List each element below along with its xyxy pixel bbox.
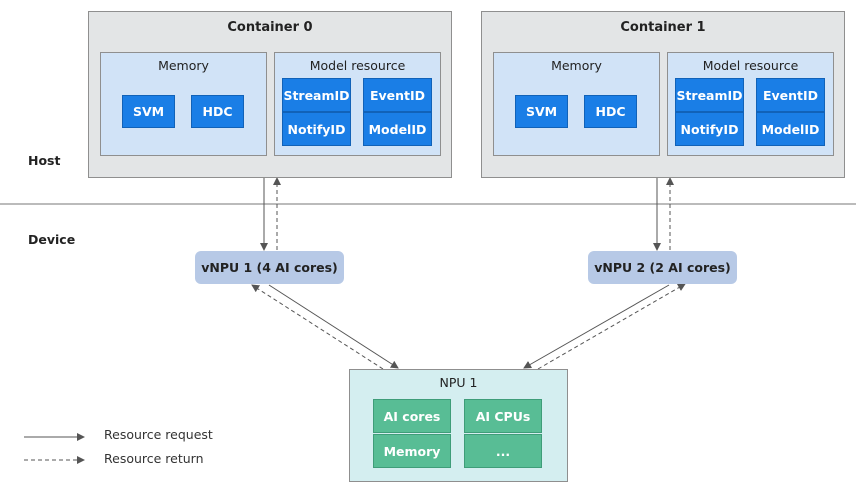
hdc-box: HDC	[584, 95, 637, 128]
container-0: Container 0 Memory SVM HDC Model resourc…	[88, 11, 452, 178]
container-title: Container 1	[620, 20, 706, 35]
vnpu-1: vNPU 1 (4 AI cores)	[195, 251, 344, 284]
return-arrow-npu-vnpu2	[537, 283, 686, 370]
device-label: Device	[28, 232, 76, 247]
modelid-box: ModelID	[756, 112, 825, 146]
legend-request-label: Resource request	[104, 427, 213, 442]
notifyid-box: NotifyID	[675, 112, 744, 146]
modelid-box: ModelID	[363, 112, 432, 146]
model-resource-title: Model resource	[309, 58, 406, 73]
svm-box: SVM	[122, 95, 175, 128]
container-1: Container 1 Memory SVM HDC Model resourc…	[481, 11, 845, 178]
memory-panel: Memory SVM HDC	[493, 52, 660, 156]
ellipsis-box: ...	[464, 434, 542, 468]
ai-cores-box: AI cores	[373, 399, 451, 433]
memory-title: Memory	[158, 58, 209, 73]
hdc-box: HDC	[191, 95, 244, 128]
memory-title: Memory	[551, 58, 602, 73]
legend-return-label: Resource return	[104, 451, 204, 466]
model-resource-title: Model resource	[702, 58, 799, 73]
streamid-box: StreamID	[282, 78, 351, 112]
container-title: Container 0	[227, 20, 313, 35]
request-arrow-vnpu1-npu	[268, 284, 399, 369]
eventid-box: EventID	[363, 78, 432, 112]
model-resource-panel: Model resource StreamID EventID NotifyID…	[274, 52, 441, 156]
ai-cpus-box: AI CPUs	[464, 399, 542, 433]
npu-1: NPU 1 AI cores AI CPUs Memory ...	[349, 369, 568, 482]
host-label: Host	[28, 153, 61, 168]
vnpu-2: vNPU 2 (2 AI cores)	[588, 251, 737, 284]
streamid-box: StreamID	[675, 78, 744, 112]
return-arrow-npu-vnpu1	[251, 284, 384, 370]
request-arrow-vnpu2-npu	[523, 284, 670, 369]
notifyid-box: NotifyID	[282, 112, 351, 146]
memory-box: Memory	[373, 434, 451, 468]
model-resource-panel: Model resource StreamID EventID NotifyID…	[667, 52, 834, 156]
npu-title: NPU 1	[439, 375, 478, 390]
svm-box: SVM	[515, 95, 568, 128]
memory-panel: Memory SVM HDC	[100, 52, 267, 156]
eventid-box: EventID	[756, 78, 825, 112]
